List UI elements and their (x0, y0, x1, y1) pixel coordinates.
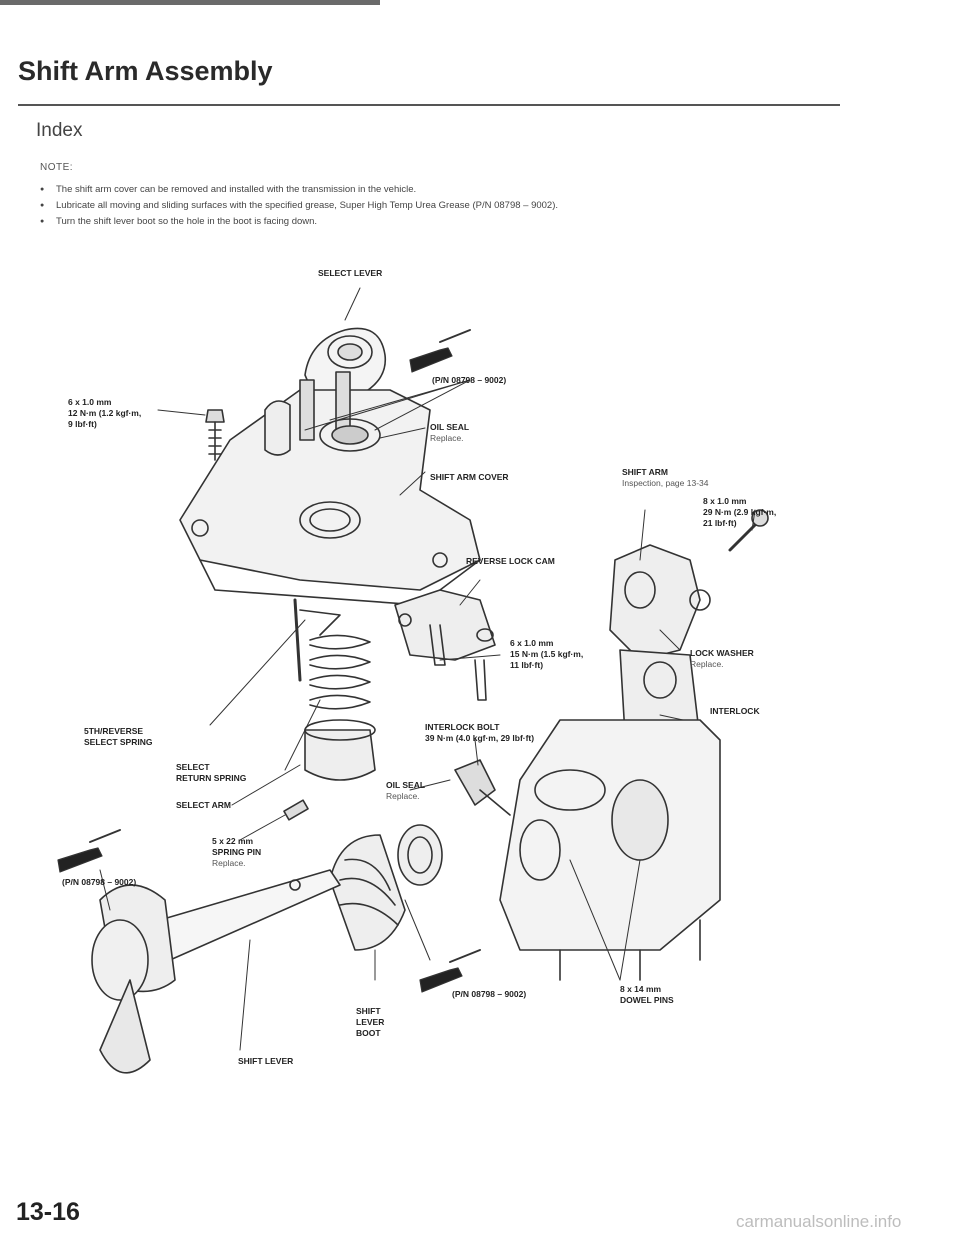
page-number: 13-16 (16, 1198, 80, 1226)
note-item: Turn the shift lever boot so the hole in… (40, 214, 558, 230)
note-item: The shift arm cover can be removed and i… (40, 182, 558, 198)
title-divider (18, 104, 840, 106)
label-lock-washer: LOCK WASHER Replace. (690, 648, 754, 669)
select-arm-part (283, 719, 376, 821)
label-shift-arm: SHIFT ARM Inspection, page 13-34 (622, 467, 709, 488)
shift-lever-boot-part (329, 834, 406, 951)
label-grease-left: (P/N 08798 – 9002) (62, 877, 137, 887)
shift-arm-cover-part (179, 371, 481, 606)
label-select-lever: SELECT LEVER (318, 268, 383, 278)
label-oil-seal-mid: OIL SEAL Replace. (386, 780, 426, 801)
label-select-return-spring: SELECT RETURN SPRING (176, 762, 247, 783)
label-shift-arm-cover: SHIFT ARM COVER (430, 472, 509, 482)
label-spring-pin: 5 x 22 mm SPRING PIN Replace. (212, 836, 262, 868)
note-item: Lubricate all moving and sliding surface… (40, 198, 558, 214)
label-select-arm: SELECT ARM (176, 800, 231, 810)
bolt-6x10-part (205, 409, 225, 461)
label-dowel-pins: 8 x 14 mm DOWEL PINS (620, 984, 674, 1005)
grease-tube-top (409, 329, 471, 373)
grease-tube-left (57, 829, 121, 873)
shift-arm-part (609, 509, 769, 661)
label-reverse-lock-cam: REVERSE LOCK CAM (466, 556, 555, 566)
shift-lever-part (91, 869, 341, 1074)
page-title: Shift Arm Assembly (18, 56, 273, 86)
label-grease-bottom: (P/N 08798 – 9002) (452, 989, 527, 999)
note-label: NOTE: (40, 162, 74, 173)
label-interlock-bolt: INTERLOCK BOLT 39 N·m (4.0 kgf·m, 29 lbf… (425, 722, 535, 743)
grease-tube-bottom (419, 949, 481, 993)
label-bolt-6x10-15: 6 x 1.0 mm 15 N·m (1.5 kgf·m, 11 lbf·ft) (510, 638, 584, 670)
interlock-bolt-part (454, 759, 511, 816)
label-shift-lever-boot: SHIFT LEVER BOOT (356, 1006, 385, 1038)
label-interlock: INTERLOCK (710, 706, 760, 716)
label-bolt-8x10-29: 8 x 1.0 mm 29 N·m (2.9 kgf·m, 21 lbf·ft) (703, 496, 777, 528)
label-bolt-6x10-12: 6 x 1.0 mm 12 N·m (1.2 kgf·m, 9 lbf·ft) (68, 397, 142, 429)
transmission-housing-part (499, 719, 721, 981)
watermark: carmanualsonline.info (736, 1212, 902, 1231)
label-grease-top: (P/N 08798 – 9002) (432, 375, 507, 385)
label-oil-seal-top: OIL SEAL Replace. (430, 422, 470, 443)
section-title: Index (36, 120, 83, 141)
reverse-lock-cam-part (394, 589, 496, 701)
label-shift-lever: SHIFT LEVER (238, 1056, 294, 1066)
select-spring-part (293, 598, 371, 710)
diagram-drawing (57, 287, 769, 1074)
oil-seal-mid-part (397, 824, 443, 886)
label-fifth-reverse-spring: 5TH/REVERSE SELECT SPRING (84, 726, 153, 747)
leader-lines (99, 287, 756, 1051)
note-list: The shift arm cover can be removed and i… (40, 182, 558, 230)
header-rule (0, 0, 380, 5)
exploded-diagram: SELECT LEVER (P/N 08798 – 9002) 6 x 1.0 … (0, 260, 960, 1160)
